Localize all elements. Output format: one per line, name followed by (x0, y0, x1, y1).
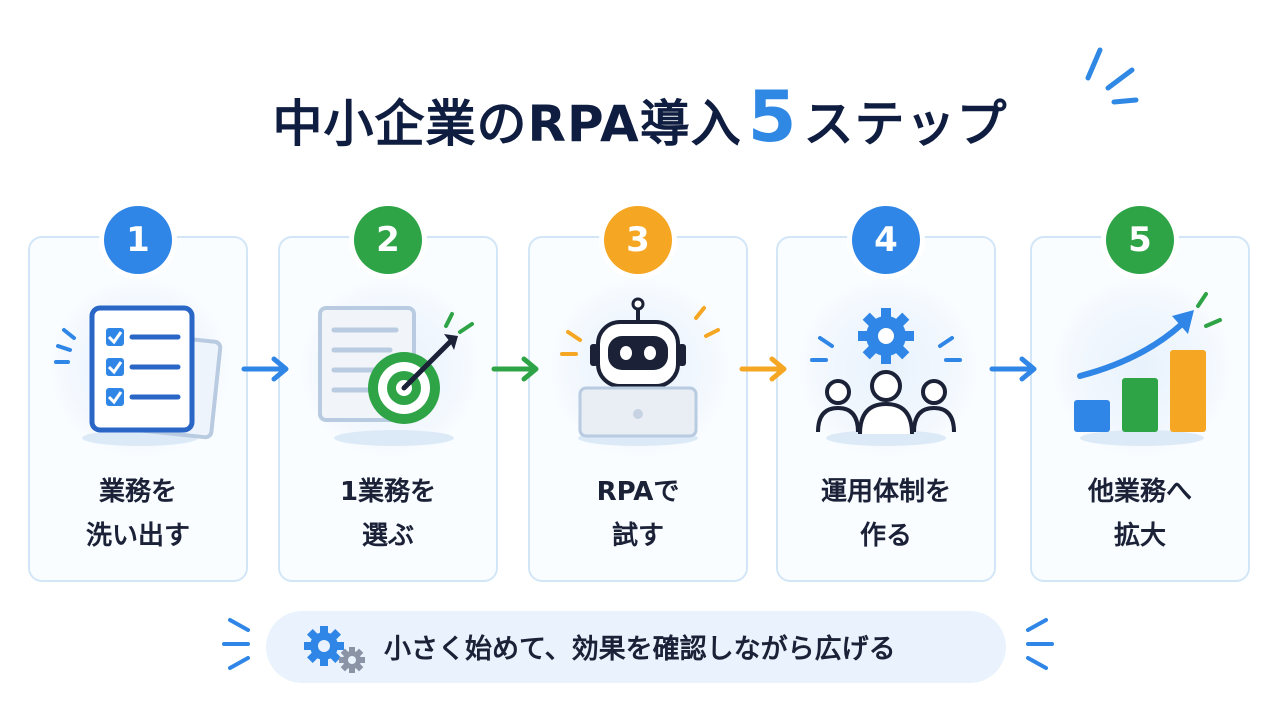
step-label-2: 1業務を 選ぶ (339, 477, 437, 551)
arrow-2-to-3 (491, 356, 539, 382)
step-badge-4: 4 (852, 206, 920, 274)
team-gear-icon (810, 308, 962, 446)
arrow-1-to-2 (241, 356, 289, 382)
step-number: 5 (1128, 220, 1152, 260)
arrow-3-to-4 (739, 356, 787, 382)
step-number: 3 (626, 220, 650, 260)
page-title: 中小企業のRPA導入 5 ステップ (0, 82, 1280, 162)
title-main: 中小企業のRPA導入 (272, 95, 742, 153)
footer-banner (266, 611, 1006, 683)
step-label-1: 業務を 洗い出す (85, 477, 190, 551)
title-suffix: ステップ (803, 95, 1008, 153)
sparkle-icon (1085, 47, 1139, 105)
step-number: 4 (874, 220, 898, 260)
target-icon (318, 306, 474, 446)
step-badge-3: 3 (604, 206, 672, 274)
title-number: 5 (747, 76, 798, 158)
step-label-5: 他業務へ 拡大 (1087, 477, 1192, 551)
step-number: 2 (376, 220, 400, 260)
step-number: 1 (126, 220, 150, 260)
step-badge-2: 2 (354, 206, 422, 274)
robot-laptop-icon (560, 297, 720, 446)
growth-chart-icon (1074, 292, 1222, 446)
step-badge-1: 1 (104, 206, 172, 274)
step-label-4: 運用体制を 作る (820, 477, 951, 551)
sparkle-left-icon (222, 618, 250, 670)
arrow-4-to-5 (989, 356, 1037, 382)
step-badge-5: 5 (1106, 206, 1174, 274)
checklist-icon (54, 305, 223, 446)
footer-text: 小さく始めて、効果を確認しながら広げる (384, 634, 896, 665)
gears-icon (304, 626, 365, 673)
sparkle-right-icon (1026, 618, 1054, 670)
step-label-3: RPAで 試す (596, 477, 680, 551)
